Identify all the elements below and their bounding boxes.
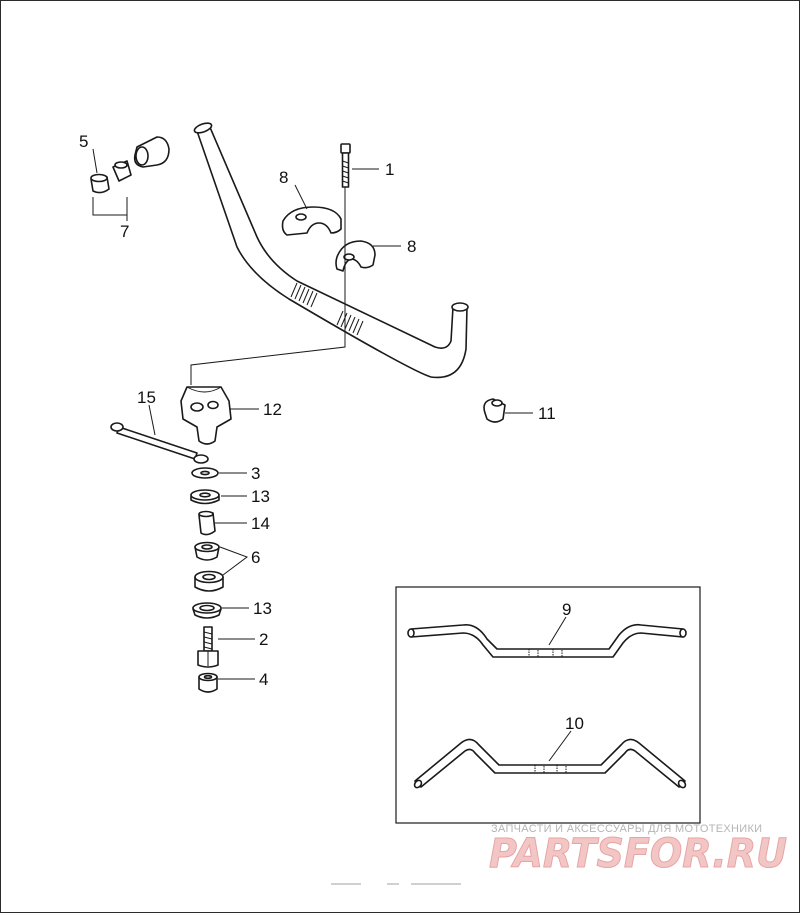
switch-housing-sleeve [133,136,170,168]
nut-part-5 [90,173,110,194]
watermark-logo: PARTSFOR.RU [489,831,787,877]
callout-11: 11 [538,404,556,423]
bushing-part-6-lower [194,570,224,592]
handlebar-part-9 [407,623,687,658]
main-handlebar [193,122,469,379]
callout-numbers: 1 2 3 4 5 6 7 8 8 9 10 11 12 13 13 14 15 [79,132,584,733]
leader-lines [92,148,572,762]
bushing-part-13-upper [190,489,220,505]
callout-8-right: 8 [407,237,416,256]
callout-7: 7 [120,222,129,241]
upper-clamp-right-part-8 [335,240,376,272]
nut-part-4 [198,672,218,693]
ground-strap-part-15 [110,422,209,464]
faint-footer-marks [331,883,461,885]
callout-15: 15 [137,388,156,407]
bolt-part-1 [340,143,351,188]
callout-9: 9 [562,600,571,619]
washer-part-3 [191,467,219,479]
callout-13-lower: 13 [253,599,272,618]
watermark: ЗАПЧАСТИ И АКСЕССУАРЫ ДЛЯ МОТОТЕХНИКИ PA… [489,823,788,878]
upper-clamp-left-part-8 [281,206,342,236]
callout-12: 12 [263,400,282,419]
watermark-tagline: ЗАПЧАСТИ И АКСЕССУАРЫ ДЛЯ МОТОТЕХНИКИ [491,823,762,835]
callout-5: 5 [79,132,88,151]
callout-3: 3 [251,464,260,483]
callout-13-upper: 13 [251,487,270,506]
riser-part-12 [180,386,232,445]
bushing-part-6-upper [194,541,220,561]
callout-8-upper-left: 8 [279,168,288,187]
bolt-part-2 [197,626,219,668]
clip-part-11 [483,398,506,423]
callout-4: 4 [259,670,268,689]
callout-2: 2 [259,630,268,649]
sleeve-part-14 [198,510,216,536]
callout-10: 10 [565,714,584,733]
handlebar-part-10 [413,738,687,789]
callout-1: 1 [385,160,394,179]
bushing-part-13-lower [192,602,222,619]
alternate-handlebar-inset [395,586,701,824]
callout-6: 6 [251,548,260,567]
callout-14: 14 [251,514,270,533]
adapter-fitting-part-7 [112,160,132,182]
